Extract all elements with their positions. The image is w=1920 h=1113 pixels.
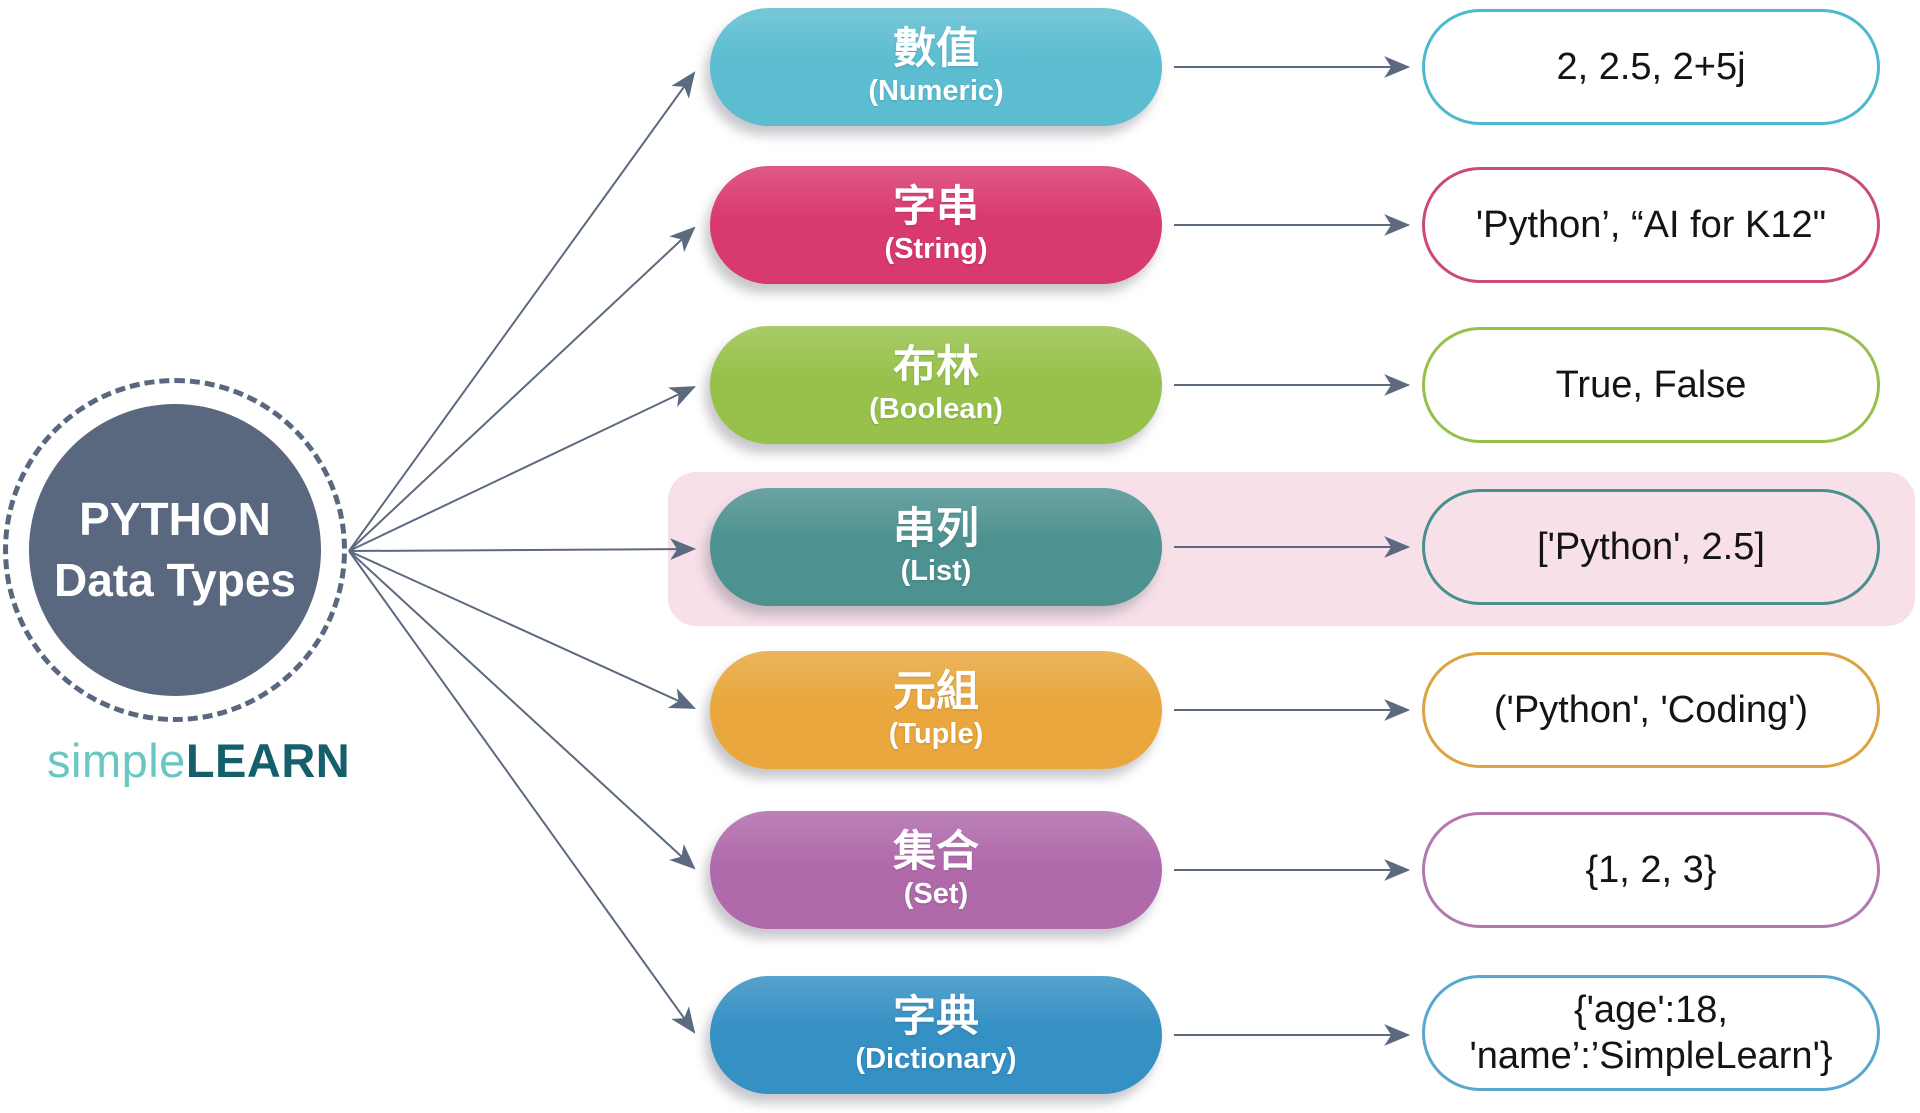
hub-title-line1: PYTHON [79,493,271,546]
type-label-en: (String) [884,232,988,265]
type-label-zh: 元組 [893,667,979,716]
type-node-dictionary: 字典 (Dictionary) [710,976,1162,1094]
type-label-zh: 串列 [893,504,979,553]
type-node-list: 串列 (List) [710,488,1162,606]
arrow-hub-boolean [348,386,696,552]
type-node-boolean: 布林 (Boolean) [710,326,1162,444]
type-label-zh: 字典 [893,992,979,1041]
arrow-hub-string [348,226,696,552]
arrow-hub-list [348,538,697,560]
arrow-hub-numeric [348,71,696,552]
example-text: 2, 2.5, 2+5j [1556,45,1746,88]
arrow-hub-dictionary [348,550,696,1034]
type-node-numeric: 數值 (Numeric) [710,8,1162,126]
type-label-en: (List) [900,554,972,587]
example-box-boolean: True, False [1422,327,1880,443]
type-label-zh: 數值 [893,24,979,73]
hub-title-line2: Data Types [53,554,297,606]
example-box-list: ['Python', 2.5] [1422,489,1880,605]
example-box-dictionary: {'age':18, 'name’:’SimpleLearn'} [1422,975,1880,1091]
example-text: True, False [1555,363,1747,406]
type-label-en: (Set) [903,877,969,910]
type-label-zh: 布林 [893,342,979,391]
example-box-set: {1, 2, 3} [1422,812,1880,928]
type-label-zh: 集合 [893,827,979,876]
type-node-string: 字串 (String) [710,166,1162,284]
type-label-en: (Tuple) [888,717,984,750]
logo-simple-text: simple [47,734,186,787]
example-box-string: 'Python’, “AI for K12" [1422,167,1880,283]
logo-learn-text: LEARN [185,734,351,787]
simplelearn-logo: simpleLEARN [47,733,350,788]
hub-dashed-ring [3,378,347,722]
example-text: ['Python', 2.5] [1537,525,1765,568]
type-label-zh: 字串 [893,182,979,231]
type-label-en: (Boolean) [869,392,1003,425]
type-node-set: 集合 (Set) [710,811,1162,929]
example-text: {'age':18, 'name’:’SimpleLearn'} [1469,988,1833,1077]
example-text: {1, 2, 3} [1585,848,1717,891]
example-box-tuple: ('Python', 'Coding') [1422,652,1880,768]
example-text: ('Python', 'Coding') [1493,688,1809,731]
example-box-numeric: 2, 2.5, 2+5j [1422,9,1880,125]
hub-circle: PYTHON Data Types [29,404,321,696]
type-label-en: (Numeric) [868,74,1004,107]
example-text: 'Python’, “AI for K12" [1475,203,1827,246]
arrow-hub-set [348,550,696,870]
type-node-tuple: 元組 (Tuple) [710,651,1162,769]
type-label-en: (Dictionary) [855,1042,1017,1075]
arrow-hub-tuple [348,550,696,709]
